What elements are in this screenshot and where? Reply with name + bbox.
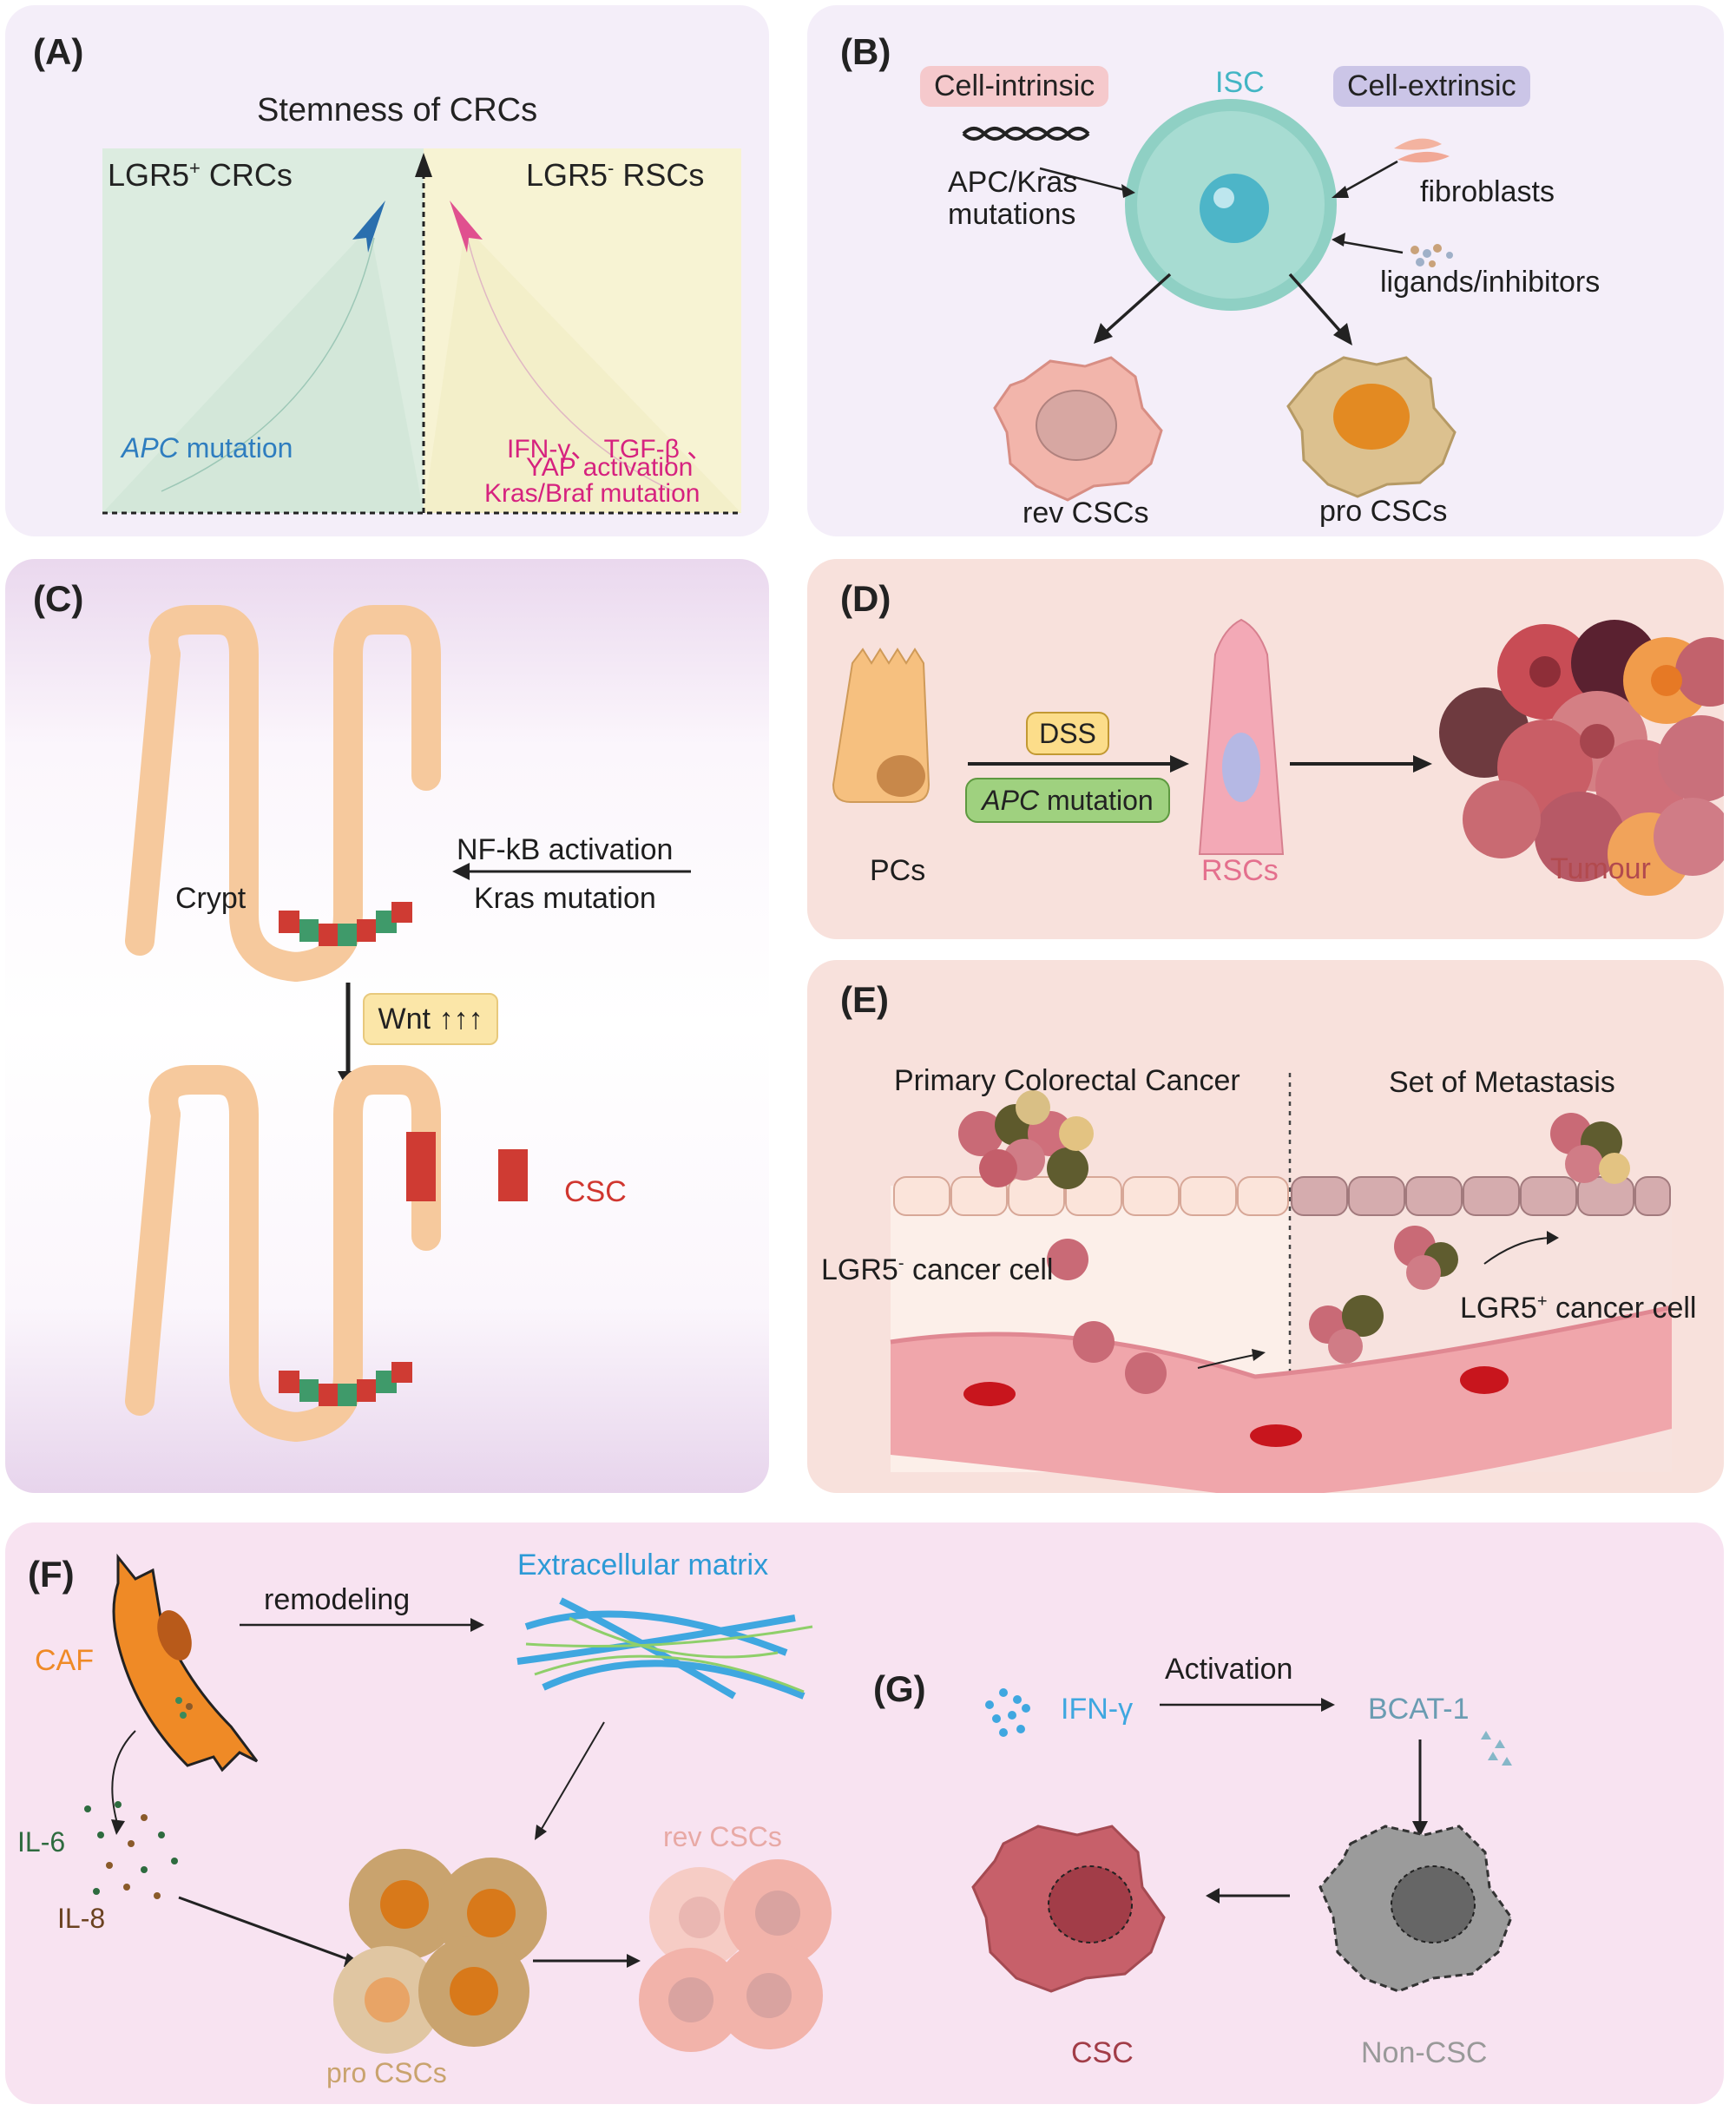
- csc-label: CSC: [564, 1175, 627, 1208]
- remodeling-label: remodeling: [264, 1583, 411, 1616]
- epithelium-primary: [893, 1176, 1289, 1216]
- isc-label: ISC: [1215, 66, 1265, 99]
- pro-cscs-f-label: pro CSCs: [326, 2057, 447, 2088]
- panel-d-label: (D): [840, 578, 891, 619]
- panel-a-graphic: [102, 148, 741, 515]
- panel-e-label: (E): [840, 979, 889, 1020]
- primary-tumor-cluster: [958, 1090, 1094, 1189]
- non-csc-label: Non-CSC: [1361, 2036, 1488, 2069]
- ifn-tgf-note: IFN-γ、 TGF-β 、: [507, 435, 713, 464]
- rev-cscs-f-label: rev CSCs: [663, 1821, 782, 1852]
- lgr5-neg-label: LGR5- cancer cell: [821, 1253, 1054, 1286]
- pro-csc-cluster: [333, 1849, 547, 2054]
- il6-label: IL-6: [17, 1826, 66, 1858]
- panel-a-title: Stemness of CRCs: [257, 92, 538, 128]
- bcat-dots-icon: [1481, 1731, 1512, 1766]
- ligand-dots-icon: [1410, 244, 1453, 267]
- ifn-dots-icon: [985, 1688, 1030, 1737]
- crypt-top: [125, 605, 441, 983]
- blue-arrowhead-icon: [352, 201, 385, 253]
- rev-cscs-label: rev CSCs: [1023, 497, 1149, 529]
- panel-b-graphic: [962, 99, 1457, 502]
- apc-kras-label: APC/Kras: [948, 166, 1078, 199]
- panel-d: (D) DSS APC mutation PCs RSCs Tumour: [807, 559, 1724, 939]
- panel-fg: (F) CAF remodeling Extracellular matrix …: [5, 1522, 1724, 2104]
- panel-d-graphic: [832, 618, 1724, 896]
- rev-csc-cluster: [639, 1859, 832, 2052]
- dss-box: DSS: [1026, 712, 1109, 755]
- kras-braf-note: Kras/Braf mutation: [484, 479, 700, 508]
- panel-g-label: (G): [873, 1668, 926, 1709]
- epithelium-metastasis: [1291, 1176, 1671, 1216]
- mutations-label: mutations: [948, 198, 1076, 231]
- fibroblasts-label: fibroblasts: [1420, 175, 1555, 208]
- apc-mutation-box: APC mutation: [965, 778, 1170, 823]
- tumour-label: Tumour: [1550, 852, 1651, 885]
- cell-intrinsic-tag: Cell-intrinsic: [920, 66, 1109, 107]
- panel-c-graphic: [125, 605, 691, 1443]
- caf-cell: [112, 1553, 259, 1772]
- wnt-box: Wnt ↑↑↑: [363, 993, 498, 1045]
- bcat-label: BCAT-1: [1368, 1693, 1470, 1726]
- panel-a-label: (A): [33, 31, 84, 72]
- cell-extrinsic-tag: Cell-extrinsic: [1333, 66, 1530, 107]
- panel-c: (C) NF-kB activation Kras mutation Crypt…: [5, 559, 769, 1493]
- panel-fg-graphic: [84, 1553, 1513, 2054]
- pink-arrowhead-icon: [450, 201, 483, 253]
- panel-f-label: (F): [28, 1554, 75, 1595]
- caf-label: CAF: [35, 1644, 94, 1677]
- panel-e: (E) Primary Colorectal Cancer Set of Met…: [807, 960, 1724, 1493]
- crypt-label: Crypt: [175, 882, 247, 915]
- tumour-cluster: [1439, 620, 1724, 896]
- ecm-label: Extracellular matrix: [517, 1549, 769, 1582]
- panel-b-label: (B): [840, 31, 891, 72]
- crypt-bottom: [125, 1065, 528, 1443]
- metastasis-label: Set of Metastasis: [1389, 1066, 1615, 1099]
- panel-e-graphic: [890, 1073, 1673, 1493]
- ligands-label: ligands/inhibitors: [1380, 266, 1601, 299]
- panel-a: (A) Stemness of CRCs LGR5+ CRCs LGR5- RS…: [5, 5, 769, 536]
- lgr5-pos-crcs-title: LGR5+ CRCs: [108, 157, 293, 193]
- lgr5-pos-label: LGR5+ cancer cell: [1460, 1292, 1697, 1325]
- primary-crc-label: Primary Colorectal Cancer: [894, 1064, 1240, 1097]
- fibroblast-icon: [1394, 138, 1450, 163]
- panel-b: (B) Cell-intrinsic ISC Cell-extrinsic AP…: [807, 5, 1724, 536]
- cytokine-dots: [84, 1801, 178, 1899]
- csc-g-label: CSC: [1071, 2036, 1134, 2069]
- extracellular-matrix: [516, 1597, 813, 1700]
- activation-label: Activation: [1165, 1653, 1293, 1686]
- lgr5-neg-rscs-title: LGR5- RSCs: [526, 157, 705, 193]
- apc-mutation-note: APC mutation: [122, 432, 293, 464]
- nfkb-label: NF-kB activation: [457, 833, 674, 866]
- pro-cscs-label: pro CSCs: [1319, 495, 1448, 528]
- kras-label: Kras mutation: [474, 882, 656, 915]
- yap-note: YAP activation: [526, 453, 694, 482]
- ifn-label: IFN-γ: [1061, 1693, 1134, 1726]
- rscs-label: RSCs: [1201, 854, 1279, 887]
- panel-c-label: (C): [33, 578, 84, 619]
- dna-icon: [962, 127, 1090, 141]
- il8-label: IL-8: [57, 1903, 106, 1934]
- pcs-label: PCs: [870, 854, 926, 887]
